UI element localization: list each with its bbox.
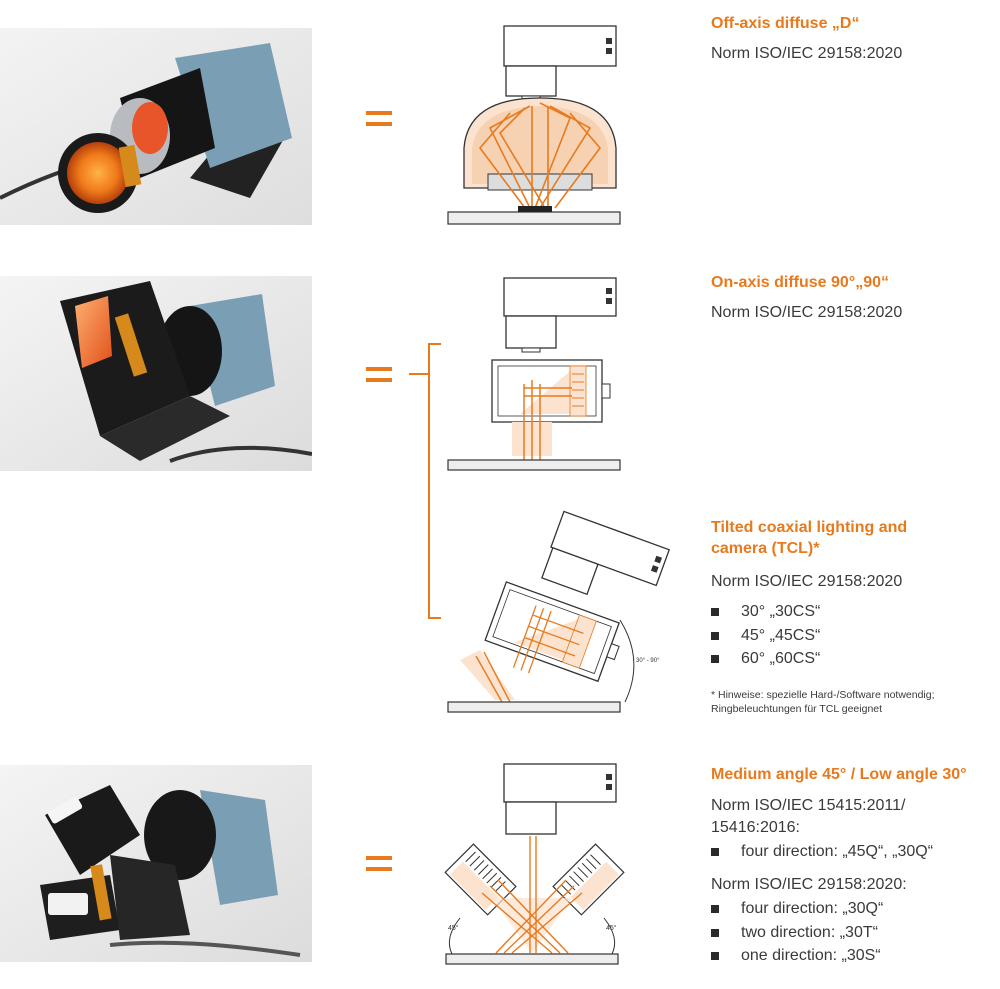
tcl-footnote-line1: * Hinweise: spezielle Hard-/Software not… [711,689,935,701]
photo-offaxis-device [0,28,312,225]
diagram-tcl: 30° - 90° [447,510,671,713]
tcl-title: Tilted coaxial lighting and camera (TCL)… [711,517,907,559]
equals-icon-1 [366,111,392,129]
tcl-title-line1: Tilted coaxial lighting and [711,519,908,536]
equals-icon-2 [366,367,392,385]
list-item: one direction: „30S“ [711,944,883,968]
tcl-angle-label: 30° - 90° [636,658,660,664]
tcl-footnote-line2: Ringbeleuchtungen für TCL geeignet [711,703,883,715]
list-item: 60° „60CS“ [711,647,820,671]
list-item: two direction: „30T“ [711,921,883,945]
medium-title: Medium angle 45° / Low angle 30° [711,766,967,783]
medium-norm1-line2: 15416:2016: [711,819,800,836]
angle-left-label: 45° [448,924,459,932]
list-item: 30° „30CS“ [711,600,820,624]
tcl-norm: Norm ISO/IEC 29158:2020 [711,573,903,590]
photo-mediumangle-device [0,765,312,962]
tcl-title-line2: camera (TCL)* [711,540,820,557]
equals-icon-3 [366,856,392,874]
list-item: four direction: „45Q“, „30Q“ [711,840,933,864]
angle-right-label: 45° [606,924,617,932]
onaxis-title: On-axis diffuse 90°„90“ [711,274,890,291]
medium-norm2: Norm ISO/IEC 29158:2020: [711,876,907,893]
diagram-onaxis [447,277,621,471]
onaxis-norm: Norm ISO/IEC 29158:2020 [711,304,903,321]
offaxis-norm: Norm ISO/IEC 29158:2020 [711,45,903,62]
photo-onaxis-device [0,276,312,471]
diagram-mediumangle: 45° 45° [444,763,625,965]
list-item: 45° „45CS“ [711,624,820,648]
group-bracket [409,343,441,619]
tcl-footnote: * Hinweise: spezielle Hard-/Software not… [711,688,935,716]
offaxis-title: Off-axis diffuse „D“ [711,15,860,32]
medium-norm1-list: four direction: „45Q“, „30Q“ [711,840,933,864]
diagram-offaxis [447,25,621,225]
medium-norm2-list: four direction: „30Q“ two direction: „30… [711,897,883,968]
tcl-list: 30° „30CS“ 45° „45CS“ 60° „60CS“ [711,600,820,671]
list-item: four direction: „30Q“ [711,897,883,921]
medium-norm1: Norm ISO/IEC 15415:2011/ 15416:2016: [711,795,905,839]
medium-norm1-line1: Norm ISO/IEC 15415:2011/ [711,797,906,814]
